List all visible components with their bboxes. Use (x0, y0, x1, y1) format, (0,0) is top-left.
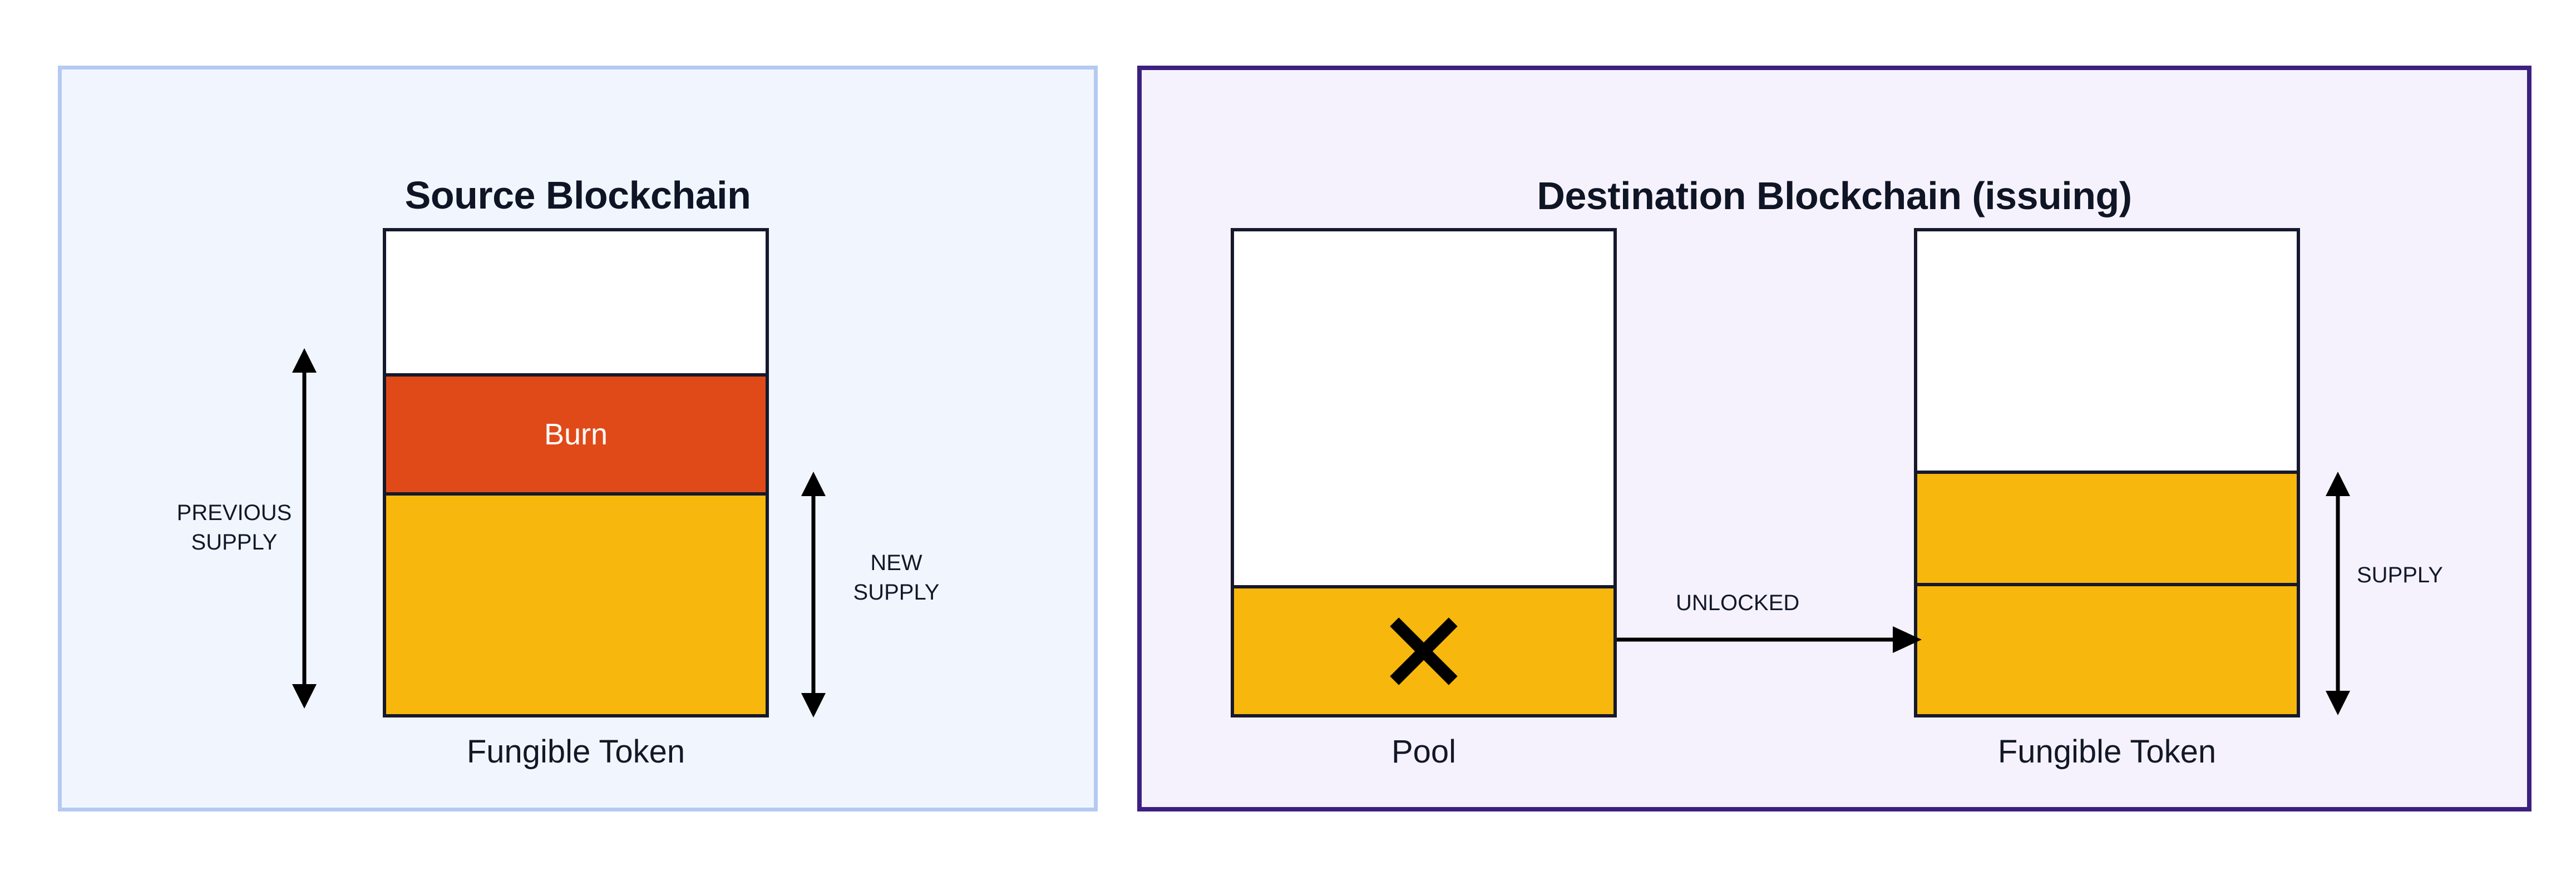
destination-fungible-token-caption: Fungible Token (1997, 734, 2217, 770)
previous-supply-label-line1: PREVIOUS (176, 501, 292, 525)
dest-token-existing-supply-segment (1917, 471, 2297, 583)
source-token-burn-segment: Burn (386, 373, 766, 492)
source-panel-title: Source Blockchain (404, 174, 751, 217)
unlocked-flow-arrow (1617, 626, 1922, 653)
pool-headroom-segment (1234, 231, 1613, 585)
pool-locked-segment (1234, 585, 1613, 714)
previous-supply-label: PREVIOUS SUPPLY (170, 498, 298, 557)
source-fungible-token-caption: Fungible Token (466, 734, 685, 770)
dest-token-headroom-segment (1917, 231, 2297, 471)
source-fungible-token-stack: Burn (383, 228, 769, 717)
destination-fungible-token-stack (1914, 228, 2300, 717)
x-mark-icon (1387, 615, 1460, 688)
previous-supply-label-line2: SUPPLY (191, 529, 278, 555)
source-token-headroom-segment (386, 231, 766, 373)
new-supply-label-line2: SUPPLY (853, 580, 940, 605)
new-supply-measure-arrow (801, 472, 826, 717)
destination-supply-measure-arrow (2326, 472, 2350, 715)
pool-stack (1231, 228, 1617, 717)
new-supply-label: NEW SUPPLY (832, 548, 960, 607)
source-token-remaining-supply-segment (386, 492, 766, 714)
new-supply-label-line1: NEW (870, 551, 922, 575)
unlocked-flow-label: UNLOCKED (1676, 591, 1800, 615)
pool-caption: Pool (1391, 734, 1457, 770)
burn-label: Burn (544, 418, 608, 451)
dest-token-unlocked-supply-segment (1917, 583, 2297, 714)
previous-supply-measure-arrow (292, 348, 317, 709)
destination-panel-title: Destination Blockchain (issuing) (1537, 174, 2132, 217)
destination-supply-label: SUPPLY (2357, 563, 2443, 587)
